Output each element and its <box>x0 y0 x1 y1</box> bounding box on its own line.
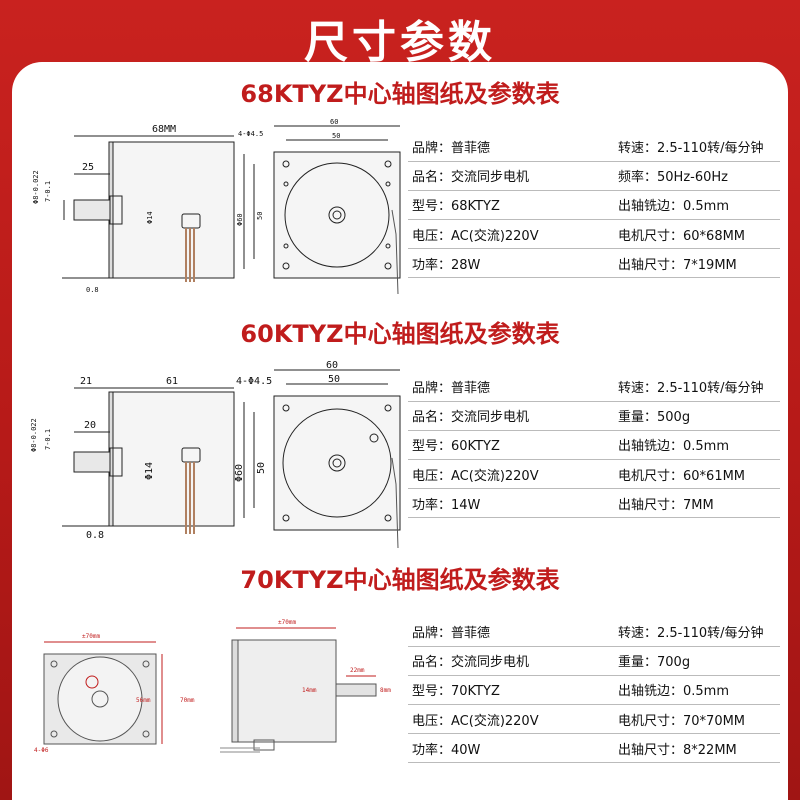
dim-w60: 60 <box>326 360 338 371</box>
table-row: 品名：交流同步电机重量：500g <box>408 401 780 431</box>
dim-shaft: 25 <box>82 162 94 173</box>
dim-w60: 60 <box>330 118 338 126</box>
dim-s22: 22mm <box>350 667 365 674</box>
table-row: 品名：交流同步电机重量：700g <box>408 646 780 676</box>
spec-table-68ktyz: 品牌：普菲德转速：2.5-110转/每分钟 品名：交流同步电机频率：50Hz-6… <box>408 132 780 279</box>
drawing-70ktyz: ±70mm ±70mm 70mm 56mm 22mm 14mm 8mm 4-Φ6 <box>30 612 400 762</box>
dim-hole: 4-Φ6 <box>34 747 49 754</box>
dim-20: 20 <box>84 420 96 431</box>
dim-length: 68MM <box>152 124 176 135</box>
dim-shaft-d: Φ8-0.022 <box>30 418 38 452</box>
dim-w50: 50 <box>332 132 340 140</box>
dim-holes: 4-Φ4.5 <box>236 376 272 387</box>
dim-shaft-d: Φ8-0.022 <box>32 170 40 204</box>
dim-flange: 0.8 <box>86 286 99 294</box>
drawing-68ktyz: 68MM 25 4-Φ4.5 60 50 0.8 Φ14 Φ60 50 Φ8-0… <box>24 114 404 314</box>
page-title: 尺寸参数 <box>304 17 496 68</box>
dim-h70: 70mm <box>180 697 195 704</box>
dim-d60: Φ60 <box>234 464 245 482</box>
dim-s8: 8mm <box>380 687 391 694</box>
spec-table-60ktyz: 品牌：普菲德转速：2.5-110转/每分钟 品名：交流同步电机重量：500g 型… <box>408 372 780 519</box>
dim-d14: Φ14 <box>146 211 154 224</box>
section-title-70ktyz: 70KTYZ中心轴图纸及参数表 <box>240 566 560 594</box>
dim-w70b: ±70mm <box>278 619 296 626</box>
table-row: 品牌：普菲德转速：2.5-110转/每分钟 <box>408 617 780 647</box>
dim-w50: 50 <box>328 374 340 385</box>
content-card: 68KTYZ中心轴图纸及参数表 <box>12 62 788 800</box>
table-row: 品牌：普菲德转速：2.5-110转/每分钟 <box>408 372 780 402</box>
section-title-68ktyz: 68KTYZ中心轴图纸及参数表 <box>240 80 560 108</box>
dim-shaft-d2: 7-0.1 <box>44 429 52 450</box>
drawing-60ktyz: 21 61 20 4-Φ4.5 60 50 0.8 Φ14 Φ60 50 Φ8-… <box>24 358 404 558</box>
dim-h56: 56mm <box>136 697 151 704</box>
dim-flange: 0.8 <box>86 530 104 541</box>
spec-table-70ktyz: 品牌：普菲德转速：2.5-110转/每分钟 品名：交流同步电机重量：700g 型… <box>408 617 780 764</box>
dim-h50: 50 <box>256 462 267 474</box>
table-row: 品牌：普菲德转速：2.5-110转/每分钟 <box>408 132 780 162</box>
dim-holes: 4-Φ4.5 <box>238 130 263 138</box>
dim-w70a: ±70mm <box>82 633 100 640</box>
dim-shaft-d2: 7-0.1 <box>44 181 52 202</box>
section-title-60ktyz: 60KTYZ中心轴图纸及参数表 <box>240 320 560 348</box>
dim-61: 61 <box>166 376 178 387</box>
dim-21: 21 <box>80 376 92 387</box>
dim-s14: 14mm <box>302 687 317 694</box>
dim-d14: Φ14 <box>144 462 155 480</box>
dim-d60: Φ60 <box>236 213 244 226</box>
table-row: 品名：交流同步电机频率：50Hz-60Hz <box>408 161 780 191</box>
dim-h50: 50 <box>256 212 264 220</box>
